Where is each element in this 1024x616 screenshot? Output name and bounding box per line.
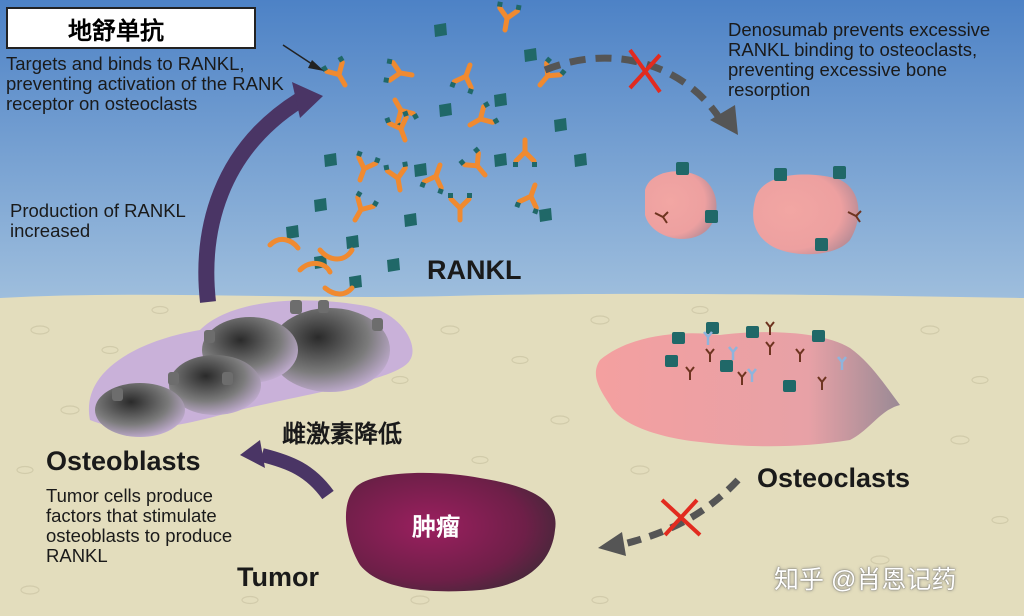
rankl-production-label: Production of RANKL increased [10, 200, 186, 241]
watermark: 知乎 @肖恩记药 [774, 566, 957, 594]
denosumab-effect: Denosumab prevents excessive RANKL bindi… [728, 19, 991, 100]
osteoblasts-description: Tumor cells produce factors that stimula… [46, 485, 233, 566]
rankl-label: RANKL [427, 255, 522, 285]
production-arrow [198, 93, 305, 303]
osteoclasts-label: Osteoclasts [757, 463, 911, 493]
tumor-label: Tumor [237, 562, 319, 592]
osteoblasts-label: Osteoblasts [46, 446, 201, 476]
rank-receptors [267, 236, 355, 297]
tumor-cn-label: 肿瘤 [412, 514, 460, 541]
block-marks [628, 48, 702, 537]
estrogen-label: 雌激素降低 [282, 421, 402, 448]
drug-name: 地舒单抗 [68, 17, 164, 45]
tumor-cell [345, 472, 556, 592]
osteoclast-cells [595, 321, 900, 447]
osteoclast-precursors [645, 162, 862, 255]
osteoblast-cells [88, 300, 413, 437]
drug-name-box: 地舒单抗 [6, 7, 256, 49]
drug-description: Targets and binds to RANKL, preventing a… [6, 53, 284, 114]
